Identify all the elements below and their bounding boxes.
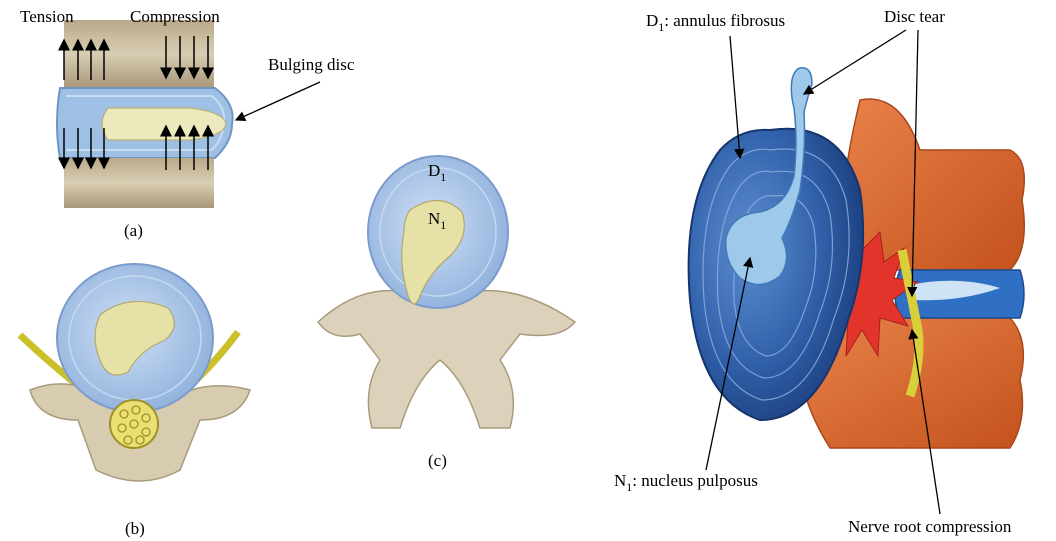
bulging-disc-leader	[236, 82, 320, 120]
panel-b: (b)	[20, 264, 250, 538]
caption-b: (b)	[125, 519, 145, 538]
nerve-root-label: Nerve root compression	[848, 517, 1012, 536]
panel-right: D1: annulus fibrosus Disc tear N1: nucle…	[614, 7, 1024, 536]
disc-tear-leader-1	[804, 30, 906, 94]
vertebral-arch-c	[318, 291, 575, 428]
lower-vertebra	[64, 158, 214, 208]
disc-tear-label: Disc tear	[884, 7, 945, 26]
compression-label: Compression	[130, 7, 220, 26]
bulging-disc-label: Bulging disc	[268, 55, 355, 74]
d1-annulus-label: D1: annulus fibrosus	[646, 11, 785, 34]
caption-a: (a)	[124, 221, 143, 240]
n1-nucleus-label: N1: nucleus pulposus	[614, 471, 758, 494]
tension-label: Tension	[20, 7, 74, 26]
panel-a: Tension Compression Bulging disc (a)	[20, 7, 355, 240]
panel-c: D1 N1 (c)	[318, 156, 575, 470]
caption-c: (c)	[428, 451, 447, 470]
upper-vertebra	[64, 20, 214, 88]
